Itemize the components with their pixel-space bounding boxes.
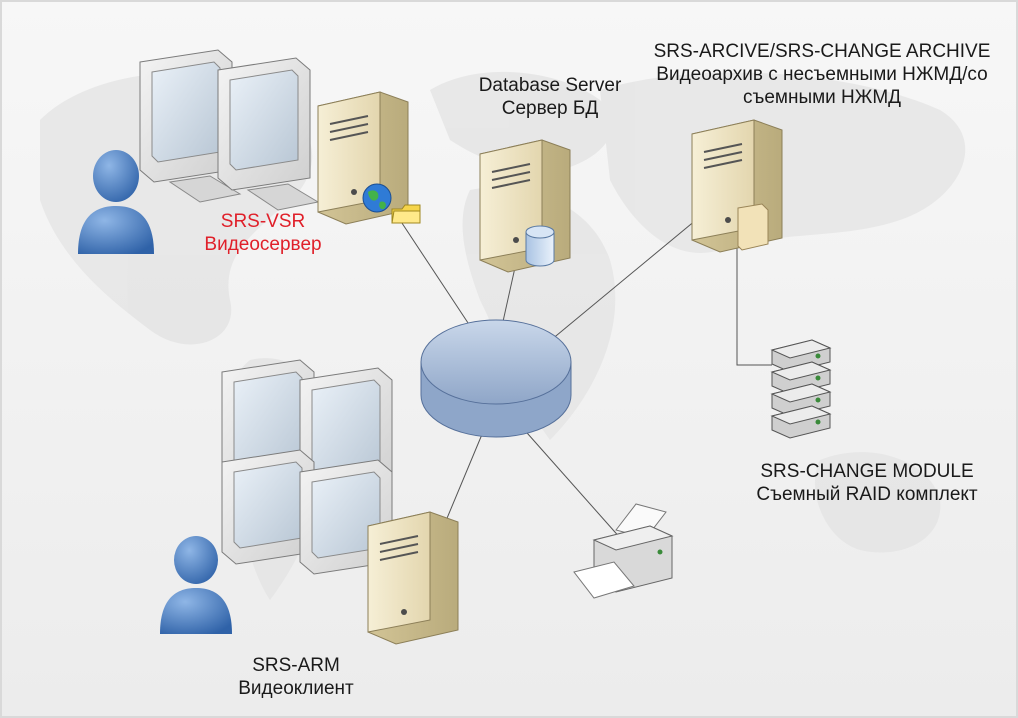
globe-icon bbox=[362, 183, 392, 213]
folder-icon bbox=[737, 203, 769, 251]
network-cylinder-icon bbox=[420, 319, 572, 438]
archive-title: SRS-ARCIVE/SRS-CHANGE ARCHIVE bbox=[653, 41, 991, 62]
vsr-title: SRS-VSR bbox=[220, 211, 306, 232]
change-module-subtitle: Съемный RAID комплект bbox=[756, 484, 978, 505]
arm-label: SRS-ARM Видеоклиент bbox=[216, 654, 376, 700]
database-icon bbox=[525, 225, 555, 267]
link-raid bbox=[736, 245, 772, 366]
vsr-subtitle: Видеосервер bbox=[204, 234, 322, 255]
link-arm bbox=[439, 419, 489, 536]
raid-stack-icon bbox=[770, 339, 832, 439]
user-icon bbox=[160, 536, 232, 634]
archive-label: SRS-ARCIVE/SRS-CHANGE ARCHIVE Видеоархив… bbox=[634, 40, 1010, 109]
archive-subtitle-1: Видеоархив с несъемными НЖМД/со bbox=[656, 64, 988, 85]
server-tower-icon bbox=[479, 139, 571, 273]
server-tower-icon bbox=[317, 91, 409, 225]
vsr-label: SRS-VSR Видеосервер bbox=[178, 210, 348, 256]
folder-icon bbox=[391, 204, 421, 224]
link-vsr bbox=[391, 207, 479, 339]
printer-icon bbox=[573, 503, 674, 599]
user-icon bbox=[78, 150, 154, 254]
monitor-icon bbox=[139, 49, 242, 203]
arm-title: SRS-ARM bbox=[252, 655, 340, 676]
server-tower-icon bbox=[367, 511, 459, 645]
db-label: Database Server Сервер БД bbox=[450, 74, 650, 120]
change-module-title: SRS-CHANGE MODULE bbox=[760, 461, 974, 482]
change-module-label: SRS-CHANGE MODULE Съемный RAID комплект bbox=[722, 460, 1012, 506]
link-archive bbox=[544, 214, 703, 346]
db-subtitle: Сервер БД bbox=[501, 98, 599, 119]
db-title: Database Server bbox=[478, 75, 622, 96]
archive-subtitle-2: съемными НЖМД bbox=[742, 87, 902, 108]
monitor-icon bbox=[221, 449, 315, 565]
arm-subtitle: Видеоклиент bbox=[238, 678, 354, 699]
monitor-icon bbox=[217, 57, 320, 211]
link-printer bbox=[519, 424, 623, 541]
